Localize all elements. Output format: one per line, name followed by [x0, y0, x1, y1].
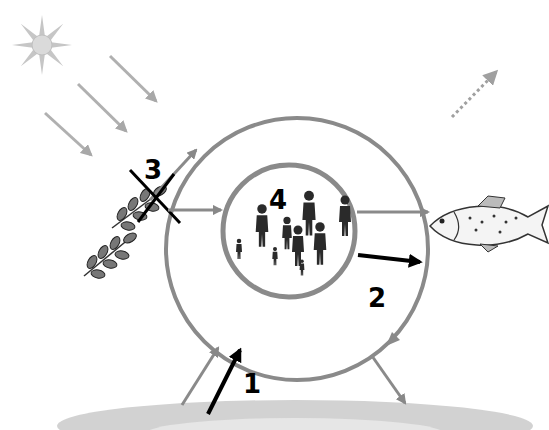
highlight-arrow — [208, 350, 240, 414]
leaf — [115, 206, 129, 222]
fish-spot — [481, 221, 484, 224]
leaf — [122, 231, 138, 245]
leaf — [108, 235, 122, 251]
sun-rays — [12, 15, 72, 75]
child-figure — [236, 239, 242, 259]
fish-fin — [478, 196, 505, 208]
callout-number: 3 — [144, 157, 162, 183]
fish-body — [430, 206, 548, 245]
fish-gill — [454, 212, 459, 240]
sunlight-arrow — [78, 84, 126, 131]
ground-inner — [145, 418, 445, 430]
adult-figure — [314, 222, 327, 265]
fish-spot — [475, 229, 478, 232]
leaf — [85, 254, 99, 270]
leaf — [102, 259, 117, 269]
adult-figure — [339, 196, 351, 237]
sunlight-arrow — [110, 56, 156, 101]
flow-arrow — [182, 348, 218, 405]
adult-figure — [302, 191, 315, 236]
inner-ring — [223, 165, 355, 297]
fish-spot — [505, 221, 508, 224]
adult-figure — [282, 217, 292, 249]
flow-arrow — [168, 209, 221, 212]
outer-ring — [166, 118, 428, 380]
fish-spot — [469, 217, 472, 220]
sunlight-arrow — [45, 113, 91, 155]
callout-number: 2 — [368, 285, 386, 311]
adult-figure — [256, 204, 269, 247]
fish-fin — [480, 244, 498, 252]
leaf-sprig — [84, 231, 138, 279]
fish-spot — [515, 217, 518, 220]
ground — [57, 400, 533, 430]
child-figure — [272, 247, 277, 265]
leaf — [90, 269, 105, 279]
flow-arrow — [357, 211, 428, 214]
flow-arrow — [372, 356, 405, 403]
callout-number: 4 — [269, 187, 287, 213]
callout-number: 1 — [243, 371, 261, 397]
child-figure — [300, 259, 305, 275]
fish-spot — [499, 231, 502, 234]
leaf — [126, 196, 140, 212]
fish-eye — [440, 219, 445, 224]
leaf-stem — [84, 238, 130, 276]
radiation-arrow — [452, 72, 496, 117]
highlight-arrow — [358, 255, 420, 262]
leaf — [96, 244, 110, 260]
fish — [430, 196, 548, 252]
fish-spot — [493, 215, 496, 218]
leaf — [114, 250, 129, 260]
sun — [32, 35, 52, 55]
leaf — [120, 221, 135, 231]
ring-arrow-head — [386, 332, 400, 346]
